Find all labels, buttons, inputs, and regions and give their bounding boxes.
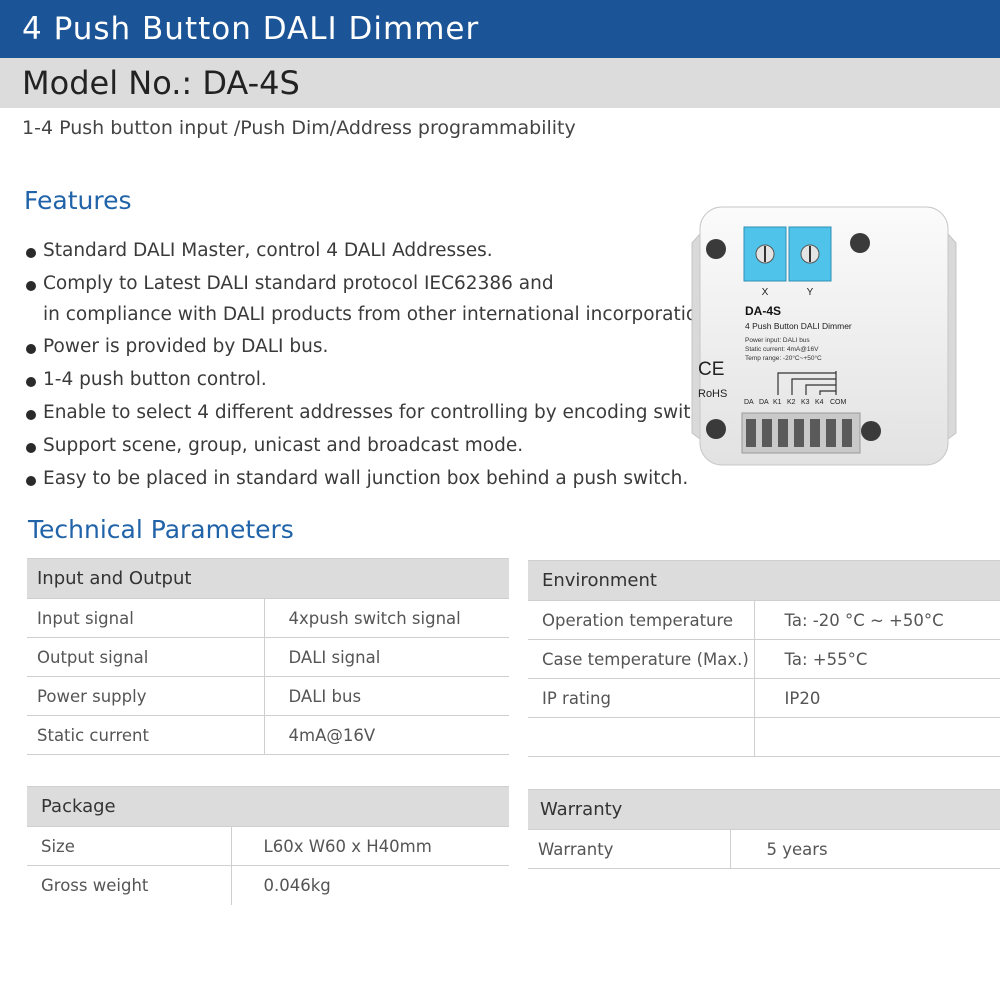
param-value: 4mA@16V xyxy=(264,715,509,755)
terminal-label: K1 xyxy=(773,399,782,406)
screw-hole xyxy=(850,233,870,253)
feature-item: Comply to Latest DALI standard protocol … xyxy=(24,267,715,330)
page-title: 4 Push Button DALI Dimmer xyxy=(22,11,480,47)
device-spec: Power input: DALI bus xyxy=(745,337,810,344)
rotary-label-y: Y xyxy=(807,287,814,298)
table-header: Warranty xyxy=(528,789,1000,830)
param-value: 5 years xyxy=(730,829,1000,869)
terminal-slot xyxy=(762,419,772,447)
product-image: X Y DA-4S 4 Push Button DALI Dimmer Powe… xyxy=(691,206,957,466)
table-header: Input and Output xyxy=(27,558,509,599)
device-spec: Temp range: -20°C~+50°C xyxy=(745,354,822,362)
terminal-label: DA xyxy=(744,399,754,406)
terminal-slot xyxy=(794,419,804,447)
tagline: 1-4 Push button input /Push Dim/Address … xyxy=(22,117,576,139)
param-label xyxy=(528,717,755,757)
feature-item: Enable to select 4 different addresses f… xyxy=(24,396,718,429)
features-title: Features xyxy=(24,186,132,215)
wiring-diagram xyxy=(777,371,837,395)
table-row xyxy=(528,717,1000,757)
table-row: Case temperature (Max.)Ta: +55°C xyxy=(528,639,1000,679)
param-value xyxy=(754,717,1000,757)
table-header: Environment xyxy=(528,560,1000,601)
feature-item: 1-4 push button control. xyxy=(24,363,694,396)
param-label: Output signal xyxy=(27,637,265,677)
terminal-slot xyxy=(778,419,788,447)
screw-hole xyxy=(706,239,726,259)
terminal-label: DA xyxy=(759,399,769,406)
param-value: L60x W60 x H40mm xyxy=(231,826,509,866)
table-header: Package xyxy=(27,786,509,827)
param-label: Power supply xyxy=(27,676,265,716)
feature-item: Easy to be placed in standard wall junct… xyxy=(24,462,694,495)
param-value: DALI signal xyxy=(264,637,509,677)
device-name: 4 Push Button DALI Dimmer xyxy=(745,321,852,331)
param-label: Warranty xyxy=(528,829,731,869)
rohs-mark: RoHS xyxy=(698,388,727,400)
param-value: Ta: -20 °C ~ +50°C xyxy=(754,600,1000,640)
features-list: Standard DALI Master, control 4 DALI Add… xyxy=(24,234,718,495)
param-value: IP20 xyxy=(754,678,1000,718)
param-value: Ta: +55°C xyxy=(754,639,1000,679)
rotary-label-x: X xyxy=(762,287,769,298)
feature-item-continuation: in compliance with DALI products from ot… xyxy=(43,304,715,325)
terminal-label: K3 xyxy=(801,399,810,406)
feature-item: Standard DALI Master, control 4 DALI Add… xyxy=(24,234,694,267)
terminal-slot xyxy=(746,419,756,447)
param-label: Static current xyxy=(27,715,265,755)
terminal-slot xyxy=(842,419,852,447)
param-label: Size xyxy=(27,826,232,866)
feature-item: Power is provided by DALI bus. xyxy=(24,330,694,363)
model-number: Model No.: DA-4S xyxy=(22,64,300,102)
param-label: Gross weight xyxy=(27,865,232,905)
terminal-label: K4 xyxy=(815,399,824,406)
device-spec: Static current: 4mA@16V xyxy=(745,346,819,353)
screw-hole xyxy=(861,421,881,441)
screw-hole xyxy=(706,419,726,439)
param-label: Case temperature (Max.) xyxy=(528,639,755,679)
param-value: 0.046kg xyxy=(263,875,331,895)
terminal-label: K2 xyxy=(787,399,796,406)
terminal-slot xyxy=(810,419,820,447)
param-label: Input signal xyxy=(27,598,265,638)
feature-item: Support scene, group, unicast and broadc… xyxy=(24,429,694,462)
model-bar: Model No.: DA-4S xyxy=(0,58,1000,108)
terminal-slot xyxy=(826,419,836,447)
table-row: Gross weight 0.046kg xyxy=(27,865,509,905)
terminal-label: COM xyxy=(830,399,847,406)
param-value: DALI bus xyxy=(264,676,509,716)
tech-params-title: Technical Parameters xyxy=(28,515,294,544)
param-label: Operation temperature xyxy=(528,600,755,640)
ce-mark: CE xyxy=(698,359,724,380)
title-banner: 4 Push Button DALI Dimmer xyxy=(0,0,1000,58)
param-value: 4xpush switch signal xyxy=(264,598,509,638)
param-label: IP rating xyxy=(528,678,755,718)
device-model: DA-4S xyxy=(745,304,781,318)
